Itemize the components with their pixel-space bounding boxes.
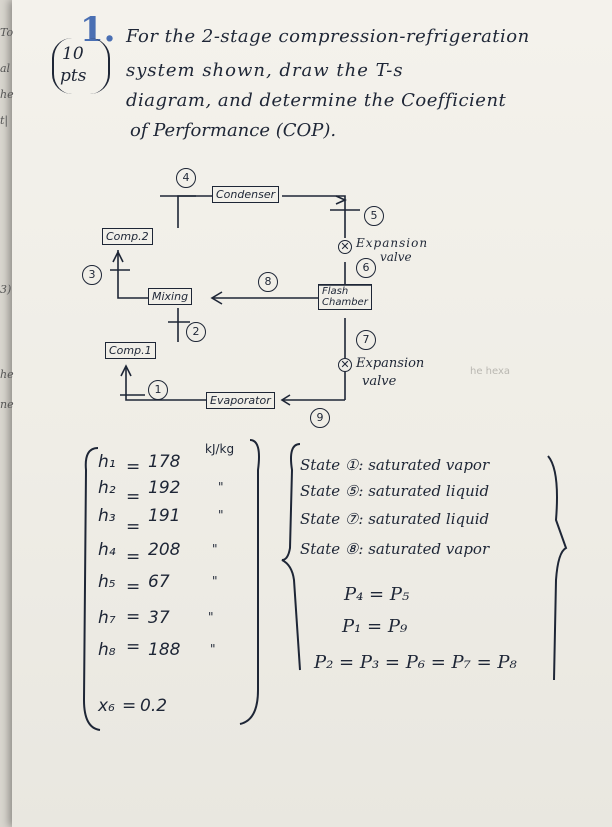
pressure-relation-1: P₄ = P₅ [344, 584, 410, 605]
h3-value: 191 [148, 506, 181, 526]
expansion-valve-upper-icon: ✕ [338, 240, 352, 254]
mixing-box: Mixing [148, 288, 193, 305]
h8-unit: " [210, 642, 216, 656]
problem-line-3: diagram, and determine the Coefficient [126, 90, 507, 111]
compressor-2-box: Comp.2 [102, 228, 153, 245]
condenser-box: Condenser [212, 186, 280, 203]
h4-label: h₄ [98, 540, 116, 560]
margin-fragment-7: ne [0, 398, 14, 411]
flash-label: Flash [322, 286, 349, 297]
pressure-relation-3: P₂ = P₃ = P₆ = P₇ = P₈ [314, 652, 517, 673]
h3-unit: " [218, 508, 224, 522]
margin-fragment-2: al [0, 62, 11, 75]
state-3-marker: 3 [82, 265, 102, 285]
h7-label: h₇ [98, 608, 116, 628]
h4-value: 208 [148, 540, 181, 560]
points-bracket-left [52, 38, 102, 94]
state-1-description: State ①: saturated vapor [300, 456, 490, 474]
h8-value: 188 [148, 640, 181, 660]
state-5-marker: 5 [364, 206, 384, 226]
state-1-marker: 1 [148, 380, 168, 400]
points-value: 10 [62, 44, 84, 64]
lower-valve-label-2: valve [362, 374, 397, 389]
lower-valve-label-1: Expansion [356, 356, 425, 371]
binding-edge [0, 0, 14, 827]
h1-unit: kJ/kg [205, 442, 235, 456]
state-2-marker: 2 [186, 322, 206, 342]
h7-unit: " [208, 610, 214, 624]
h4-unit: " [212, 542, 218, 556]
x6-equals: = [122, 696, 137, 716]
state-7-marker: 7 [356, 330, 376, 350]
state-9-marker: 9 [310, 408, 330, 428]
h2-unit: " [218, 480, 224, 494]
upper-valve-label-1: Expansion [356, 236, 429, 250]
state-5-description: State ⑤: saturated liquid [300, 482, 490, 500]
expansion-valve-lower-icon: ✕ [338, 358, 352, 372]
pressure-relation-2: P₁ = P₉ [342, 616, 408, 637]
h2-label: h₂ [98, 478, 116, 498]
faint-bleed-text: he hexa [470, 366, 511, 377]
problem-line-4: of Performance (COP). [130, 120, 337, 141]
flash-chamber-box: Flash Chamber [318, 284, 372, 310]
state-6-marker: 6 [356, 258, 376, 278]
equals-col: ======= [126, 457, 141, 657]
x6-value: 0.2 [140, 696, 168, 716]
upper-valve-label-2: valve [380, 250, 412, 264]
x6-label: x₆ [98, 696, 115, 716]
margin-fragment-1: To [0, 26, 14, 39]
problem-line-2: system shown, draw the T-s [126, 60, 404, 81]
state-8-marker: 8 [258, 272, 278, 292]
h5-label: h₅ [98, 572, 116, 592]
points-bracket-right [68, 38, 110, 94]
margin-fragment-6: he [0, 368, 14, 381]
problem-line-1: For the 2-stage compression-refrigeratio… [126, 26, 530, 47]
margin-fragment-4: t| [0, 114, 9, 127]
state-7-description: State ⑦: saturated liquid [300, 510, 490, 528]
h5-value: 67 [148, 572, 170, 592]
h1-value: 178 [148, 452, 181, 472]
h5-unit: " [212, 574, 218, 588]
h3-label: h₃ [98, 506, 116, 526]
h8-label: h₈ [98, 640, 116, 660]
margin-fragment-3: he [0, 88, 14, 101]
h1-label: h₁ [98, 452, 116, 472]
state-4-marker: 4 [176, 168, 196, 188]
h2-value: 192 [148, 478, 181, 498]
chamber-label: Chamber [322, 297, 368, 308]
points-unit: pts [60, 66, 87, 86]
margin-fragment-5: 3) [0, 283, 12, 296]
compressor-1-box: Comp.1 [105, 342, 156, 359]
state-8-description: State ⑧: saturated vapor [300, 540, 490, 558]
evaporator-box: Evaporator [206, 392, 275, 409]
h7-value: 37 [148, 608, 170, 628]
